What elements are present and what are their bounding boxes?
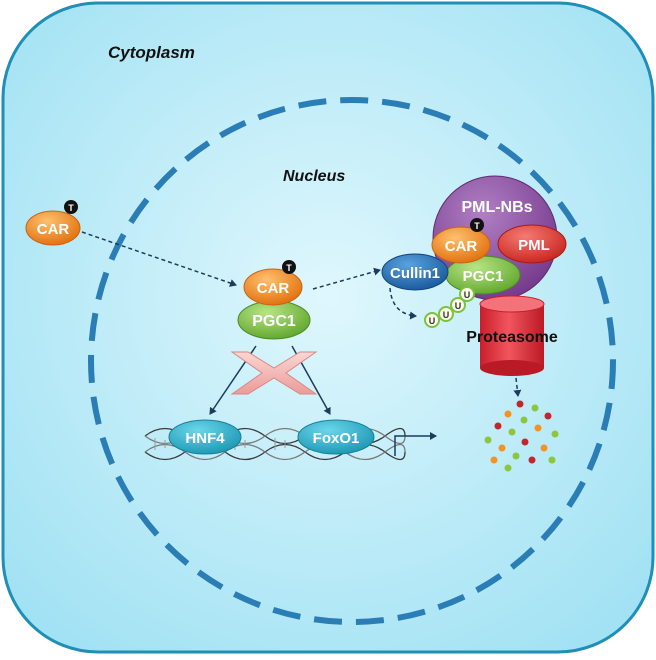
pml-nb-complex: PML-NBs PML PGC1 CAR T Cullin1 [381, 175, 567, 301]
foxo1-protein: FoxO1 [297, 419, 375, 455]
nucleus-label: Nucleus [283, 168, 345, 185]
hnf4-label: HNF4 [185, 430, 225, 447]
cullin1-shape [381, 253, 449, 291]
proteasome [479, 295, 545, 376]
proteasome-label: Proteasome [466, 329, 558, 346]
threonine-marker-label: T [286, 263, 292, 273]
pml-label: PML [518, 237, 550, 254]
pgc1-pml-label: PGC1 [463, 268, 504, 285]
peptide-fragment [516, 400, 524, 408]
peptide-fragment [548, 456, 556, 464]
pml-shape [497, 224, 567, 264]
cytoplasm-label: Cytoplasm [108, 43, 195, 62]
ubiquitin-label: U [464, 290, 471, 300]
peptide-fragment [520, 416, 528, 424]
ubiquitin-bead: U [424, 312, 440, 328]
degradation-arrow [513, 377, 522, 397]
car-cytoplasm: CAR T [25, 200, 81, 246]
peptide-fragment [528, 456, 536, 464]
threonine-marker-label: T [68, 203, 74, 213]
peptide-fragment [504, 410, 512, 418]
threonine-marker [64, 200, 78, 214]
pml-nbs-label: PML-NBs [461, 199, 532, 216]
peptide-fragment [484, 436, 492, 444]
peptide-fragment [508, 428, 516, 436]
ubiquitin-label: U [429, 316, 436, 326]
car-pml-label: CAR [445, 238, 478, 255]
car-cytoplasm-label: CAR [37, 221, 70, 238]
ubiquitination-arrow [389, 287, 417, 320]
recruitment-arrow [312, 267, 381, 290]
transcription-arrow [394, 432, 437, 456]
ubiquitin-chain: U U U U [424, 286, 475, 328]
peptide-fragment [494, 422, 502, 430]
ubiquitin-bead: U [438, 306, 454, 322]
car-complex-label: CAR [257, 280, 290, 297]
peptide-fragment [498, 444, 506, 452]
threonine-marker [470, 218, 484, 232]
peptide-fragment [544, 412, 552, 420]
peptide-fragment [531, 404, 539, 412]
inhibition-cross [230, 351, 318, 395]
threonine-marker [282, 260, 296, 274]
ubiquitin-label: U [443, 310, 450, 320]
translocation-arrow [81, 231, 237, 287]
peptide-fragment [540, 444, 548, 452]
ubiquitin-bead: U [450, 297, 466, 313]
pgc1-complex-label: PGC1 [252, 313, 296, 330]
car-pgc1-complex: PGC1 CAR T [237, 260, 311, 340]
peptide-fragment [534, 424, 542, 432]
foxo1-label: FoxO1 [313, 430, 360, 447]
ubiquitin-bead: U [459, 286, 475, 302]
peptide-fragment [521, 438, 529, 446]
peptide-fragment [504, 464, 512, 472]
threonine-marker-label: T [474, 221, 480, 231]
ubiquitin-label: U [455, 301, 462, 311]
hnf4-protein: HNF4 [168, 419, 242, 455]
peptide-fragment [490, 456, 498, 464]
peptide-fragment [512, 452, 520, 460]
car-pml-shape [431, 226, 491, 264]
cullin1-label: Cullin1 [390, 265, 440, 282]
car-complex-shape [243, 268, 303, 306]
peptide-fragment [551, 430, 559, 438]
peptide-fragments [484, 400, 559, 472]
nucleus-envelope [88, 97, 616, 625]
